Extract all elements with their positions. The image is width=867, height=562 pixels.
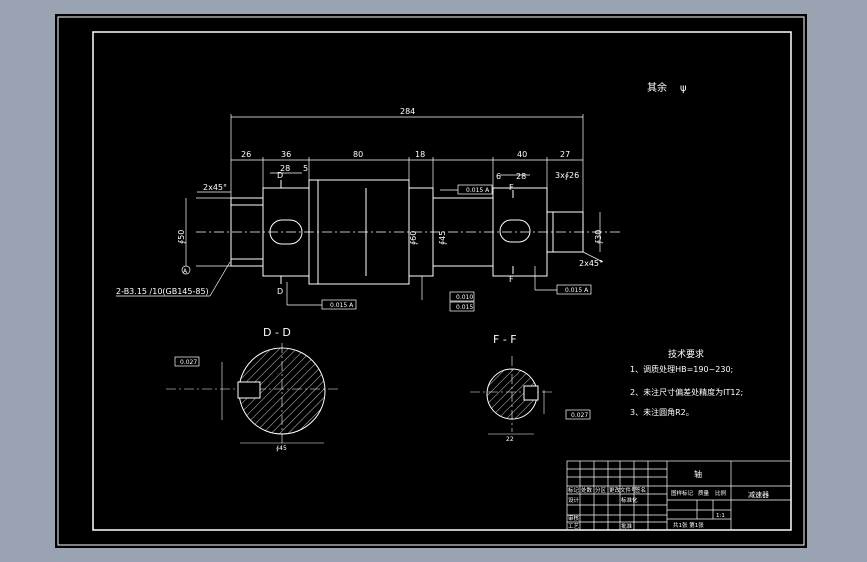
tb-sheets: 共1张 第1张 xyxy=(673,521,704,529)
tb-row-1: 标记 xyxy=(568,486,580,494)
tb-row-4: 更改文件号 xyxy=(609,486,637,494)
dim-seg5: 40 xyxy=(517,150,527,159)
dim-spline: 2-B3.15 /10(GB145-85) xyxy=(116,287,209,296)
dim-key2b: 6 xyxy=(496,172,501,181)
tb-standard: 标准化 xyxy=(621,496,638,504)
section-f-dim: 22 xyxy=(506,436,514,443)
keyway-2 xyxy=(499,219,531,243)
rough-note: 其余 xyxy=(647,81,667,94)
tb-approve: 批准 xyxy=(621,522,633,530)
tol-frame-3: 0.015 A xyxy=(565,287,589,294)
tol-frame-4b: 0.015 xyxy=(456,304,473,311)
keyway-1 xyxy=(269,219,303,245)
marker-f-bottom: F xyxy=(509,275,514,284)
dim-seg4: 18 xyxy=(415,150,425,159)
note-2: 2、未注尺寸偏差处精度为IT12; xyxy=(630,387,743,397)
tolerance-frames: 0.015 A 0.015 A 0.015 A 0.010 0.015 xyxy=(321,184,592,312)
marker-f-top: F xyxy=(509,183,514,192)
inner-border xyxy=(92,31,792,531)
tb-weight-label: 质量 xyxy=(698,489,710,497)
tb-row-5: 签名 xyxy=(635,486,646,494)
dim-right-end: 3x∮26 xyxy=(555,171,579,180)
dim-total: 284 xyxy=(400,107,415,116)
drawing-canvas xyxy=(55,14,807,548)
dim-chamfer-right: 2x45° xyxy=(579,259,603,268)
dim-seg1: 26 xyxy=(241,150,251,159)
section-f-drawing: 0.027 22 xyxy=(470,356,591,443)
section-markers: D D F F A xyxy=(181,171,514,296)
dim-dia-left: ∮50 xyxy=(177,230,186,244)
dim-seg2: 36 xyxy=(281,150,291,159)
marker-d-bottom: D xyxy=(277,287,283,296)
section-f-title: F - F xyxy=(493,333,517,346)
section-d-title: D - D xyxy=(263,326,291,339)
dim-key2: 28 xyxy=(516,172,526,181)
dimension-lines xyxy=(116,114,604,306)
marker-d-top: D xyxy=(277,171,283,180)
dim-dia-right: ∮30 xyxy=(594,230,603,244)
outer-border xyxy=(57,16,805,546)
tb-scale-value: 1:1 xyxy=(716,513,725,519)
datum-label: A xyxy=(183,268,188,275)
tb-design: 设计 xyxy=(568,496,580,504)
segment-7 xyxy=(546,211,584,253)
notes-title: 技术要求 xyxy=(668,348,704,360)
tb-row-2: 处数 xyxy=(581,486,593,494)
section-d-tol: 0.027 xyxy=(180,359,197,366)
tb-drawing-name: 减速器 xyxy=(748,490,769,499)
title-block-text: 轴 减速器 图样标记 质量 比例 1:1 共1张 第1张 标记 处数 分区 更改… xyxy=(568,469,769,530)
datum-circle xyxy=(181,265,191,275)
tb-stage-label: 图样标记 xyxy=(671,489,694,497)
rough-symbol: ψ xyxy=(680,83,687,94)
dim-seg3: 80 xyxy=(353,150,363,159)
tb-review: 审核 xyxy=(568,514,580,522)
note-1: 1、调质处理HB=190~230; xyxy=(630,364,733,374)
note-3: 3、未注圆角R2。 xyxy=(630,407,694,417)
tb-row-3: 分区 xyxy=(595,486,607,494)
dimension-text: 284 26 36 80 18 40 27 28 5 28 6 2x45° 2x… xyxy=(116,107,603,296)
tol-frame-4a: 0.010 xyxy=(456,294,473,301)
tb-scale-label: 比例 xyxy=(715,489,727,497)
section-d-dim: ∮45 xyxy=(276,445,287,452)
section-d-drawing: 0.027 ∮45 xyxy=(166,343,338,452)
dim-dia-mid1: ∮60 xyxy=(409,231,418,245)
dim-dia-mid2: ∮45 xyxy=(438,231,447,245)
tb-process: 工艺 xyxy=(568,523,580,530)
shaft-main-view xyxy=(196,179,620,285)
dim-key1b: 5 xyxy=(303,164,308,173)
tb-part-name: 轴 xyxy=(694,469,702,479)
dim-seg6: 27 xyxy=(560,150,570,159)
title-block xyxy=(566,460,792,531)
dim-chamfer-left: 2x45° xyxy=(203,183,227,192)
section-f-tol: 0.027 xyxy=(571,412,588,419)
tol-frame-1: 0.015 A xyxy=(330,302,354,309)
tol-frame-2: 0.015 A xyxy=(466,187,490,194)
dim-key1: 28 xyxy=(280,164,290,173)
tech-notes: 技术要求 1、调质处理HB=190~230; 2、未注尺寸偏差处精度为IT12;… xyxy=(630,348,743,417)
